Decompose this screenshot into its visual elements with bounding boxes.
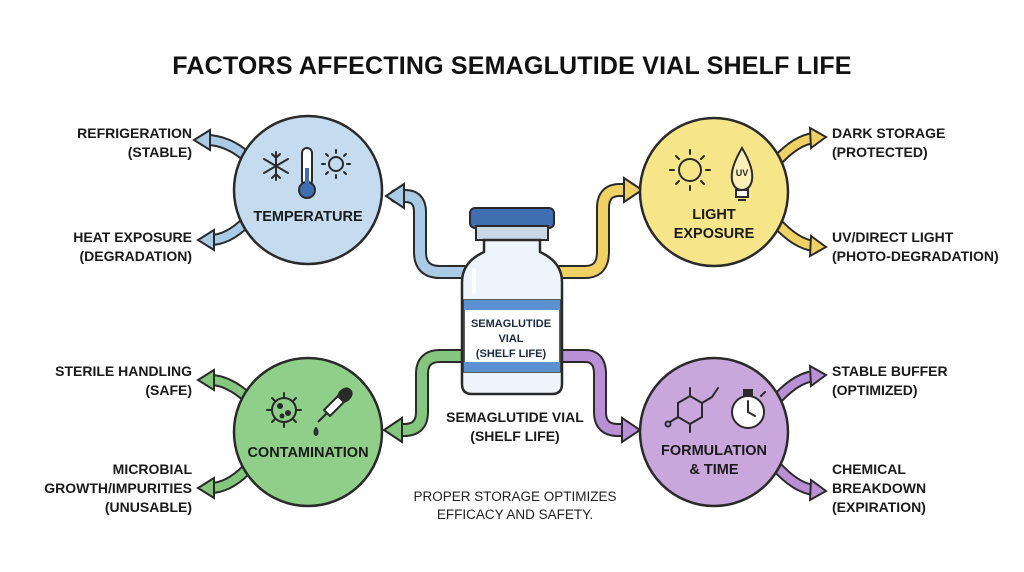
footnote: PROPER STORAGE OPTIMIZES EFFICACY AND SA… bbox=[413, 489, 617, 522]
dropper-icon bbox=[313, 387, 353, 436]
microbe-icon bbox=[266, 392, 302, 428]
connector-light bbox=[553, 176, 644, 279]
uv-text: UV bbox=[736, 168, 749, 178]
vial-caption: SEMAGLUTIDE VIAL (SHELF LIFE) bbox=[446, 409, 584, 444]
stopwatch-icon bbox=[731, 389, 766, 429]
outcome-stable-buffer: STABLE BUFFER (OPTIMIZED) bbox=[832, 363, 948, 398]
contamination-label: CONTAMINATION bbox=[247, 445, 369, 461]
formulation-circle bbox=[638, 356, 790, 508]
outcome-chemical-breakdown: CHEMICAL BREAKDOWN (EXPIRATION) bbox=[832, 461, 927, 515]
page-title: FACTORS AFFECTING SEMAGLUTIDE VIAL SHELF… bbox=[172, 52, 852, 80]
outcome-microbial-growth: MICROBIAL GROWTH/IMPURITIES (UNUSABLE) bbox=[44, 461, 192, 515]
outcome-sterile-handling: STERILE HANDLING (SAFE) bbox=[55, 363, 192, 398]
outcome-uv-direct-light: UV/DIRECT LIGHT (PHOTO-DEGRADATION) bbox=[832, 229, 999, 264]
contamination-circle bbox=[232, 356, 384, 508]
sun-icon bbox=[321, 149, 351, 179]
connector-contamination bbox=[382, 349, 471, 444]
connector-temperature bbox=[384, 182, 475, 279]
light-exposure-label: LIGHT EXPOSURE bbox=[673, 207, 755, 242]
outcome-arrows-contamination bbox=[196, 368, 254, 500]
sun-icon bbox=[669, 149, 711, 191]
light-circle bbox=[638, 116, 790, 268]
outcome-dark-storage: DARK STORAGE (PROTECTED) bbox=[832, 125, 946, 160]
molecule-icon bbox=[664, 387, 719, 433]
temperature-label: TEMPERATURE bbox=[253, 209, 363, 225]
vial-label: SEMAGLUTIDE VIAL (SHELF LIFE) bbox=[470, 318, 552, 360]
connector-formulation bbox=[555, 349, 642, 444]
uv-lamp-icon bbox=[730, 146, 754, 201]
formulation-time-label: FORMULATION & TIME bbox=[660, 443, 768, 478]
vial-illustration bbox=[460, 207, 564, 396]
snowflake-icon bbox=[263, 151, 289, 181]
thermometer-icon bbox=[298, 147, 316, 199]
outcome-heat-exposure: HEAT EXPOSURE (DEGRADATION) bbox=[73, 229, 192, 264]
outcome-refrigeration: REFRIGERATION (STABLE) bbox=[77, 125, 192, 160]
